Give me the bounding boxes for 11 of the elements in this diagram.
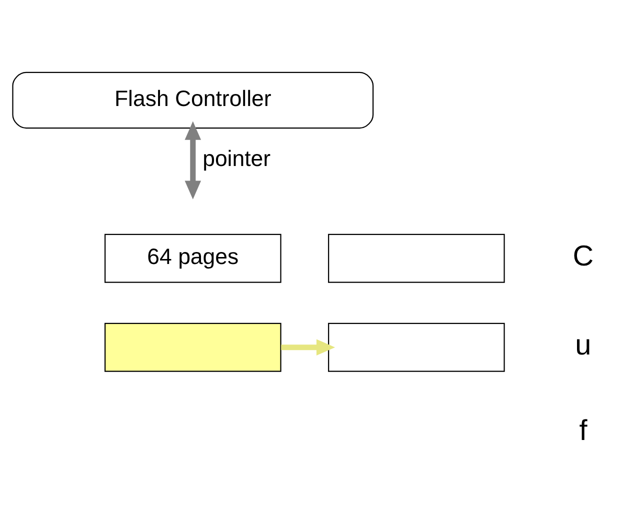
label: f (579, 414, 588, 447)
edge-label: pointer (202, 146, 271, 171)
node-box (104, 322, 282, 372)
node-box (328, 322, 505, 372)
node-box: 64 pages (104, 234, 282, 283)
node-box (328, 234, 505, 283)
arrow (281, 339, 336, 356)
node-box: Flash Controller (12, 72, 374, 129)
label: u (575, 329, 592, 362)
arrow (184, 121, 202, 200)
label: C (572, 240, 594, 272)
